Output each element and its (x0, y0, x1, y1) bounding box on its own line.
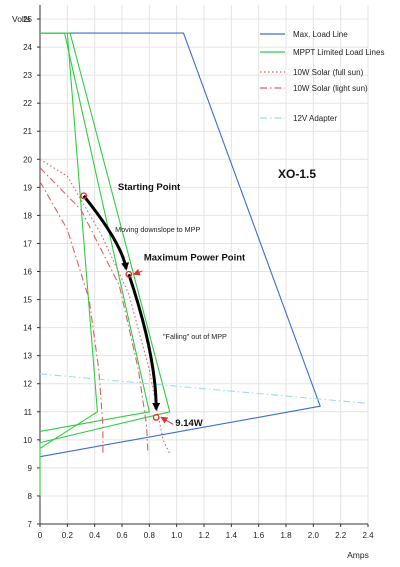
x-tick-label: 0.6 (116, 531, 128, 540)
legend-label: Max. Load Line (293, 30, 348, 39)
annotation-moving-downslope-to-mpp: Moving downslope to MPP (115, 225, 200, 234)
trajectory-arrow (127, 273, 161, 411)
operating-point-marker (125, 270, 133, 278)
x-tick-label: 0.4 (89, 531, 101, 540)
x-tick-label: 2.4 (362, 531, 374, 540)
series-max-load-line-line (39, 32, 321, 458)
x-axis-title: Amps (347, 550, 369, 560)
pointer-arrow (132, 268, 143, 276)
annotation-maximum-power-point: Maximum Power Point (144, 252, 246, 263)
y-tick-label: 10 (23, 436, 32, 445)
y-tick-label: 18 (23, 211, 32, 220)
y-axis-title: Volts (12, 14, 30, 24)
x-tick-label: 0.2 (62, 531, 74, 540)
series-12v-adapter-line (39, 373, 369, 404)
series-10w-solar-light-sun-line (39, 167, 149, 454)
y-tick-label: 22 (23, 99, 32, 108)
y-tick-label: 12 (23, 380, 32, 389)
x-tick-label: 0.8 (144, 531, 156, 540)
x-tick-label: 1.8 (280, 531, 292, 540)
y-tick-label: 24 (23, 43, 32, 52)
y-tick-label: 20 (23, 155, 32, 164)
x-tick-label: 0 (38, 531, 43, 540)
y-tick-label: 7 (28, 520, 33, 529)
operating-point-marker (152, 413, 160, 421)
y-tick-label: 9 (28, 464, 33, 473)
series-mppt-limited-load-lines-line (39, 32, 171, 496)
annotation-falling-out-of-mpp: "Falling" out of MPP (163, 332, 227, 341)
y-tick-label: 8 (28, 492, 33, 501)
y-tick-label: 19 (23, 183, 32, 192)
x-tick-label: 1.0 (171, 531, 183, 540)
x-tick-label: 1.2 (198, 531, 210, 540)
x-tick-label: 1.4 (226, 531, 238, 540)
x-tick-label: 2.0 (308, 531, 320, 540)
pointer-arrow (160, 416, 174, 425)
trajectory-arrow (82, 194, 130, 271)
annotation-starting-point: Starting Point (118, 182, 181, 193)
x-tick-label: 2.2 (335, 531, 347, 540)
series-10w-solar-light-sun-line (39, 181, 104, 454)
legend-label: 10W Solar (full sun) (293, 68, 364, 77)
series-10w-solar-full-sun-line (39, 158, 171, 455)
y-tick-label: 11 (24, 408, 33, 417)
y-tick-label: 25 (23, 15, 32, 24)
y-tick-label: 17 (23, 239, 32, 248)
x-tick-label: 1.6 (253, 531, 265, 540)
annotation-9-14w: 9.14W (175, 418, 202, 429)
legend-label: 10W Solar (light sun) (293, 84, 368, 93)
y-tick-label: 16 (23, 268, 32, 277)
legend-label: 12V Adapter (293, 114, 337, 123)
y-tick-label: 23 (23, 71, 32, 80)
operating-point-marker (80, 192, 88, 200)
series-mppt-limited-load-lines-line (39, 32, 98, 449)
chart-title: XO-1.5 (278, 167, 316, 181)
y-tick-label: 21 (23, 127, 32, 136)
legend-label: MPPT Limited Load Lines (293, 48, 384, 57)
y-tick-label: 13 (23, 352, 32, 361)
y-tick-label: 14 (23, 324, 32, 333)
y-tick-label: 15 (23, 296, 32, 305)
